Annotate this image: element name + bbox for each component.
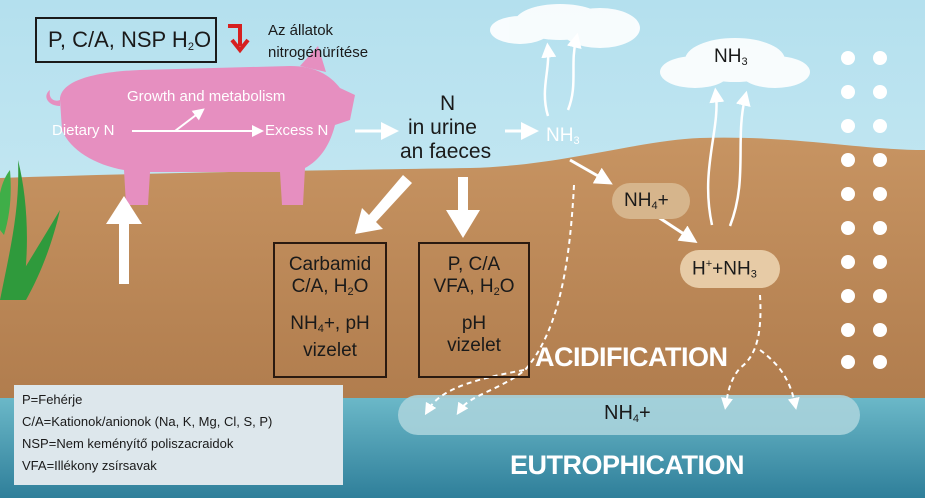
nh3-high-text: NH [714, 46, 742, 67]
box-left-line3-pre: NH [290, 313, 318, 334]
urine-label-line2: in urine [408, 116, 477, 139]
top-note-line1: Az állatok [268, 22, 334, 39]
hnh3-sub: 3 [750, 268, 757, 281]
legend-item-0: P=Fehérje [22, 392, 83, 407]
nh3-high-label: NH3 [714, 46, 748, 68]
pig-growth-label: Growth and metabolism [127, 88, 286, 105]
box-left-line2-pre: C/A, H [291, 276, 348, 297]
nh4-pill [612, 183, 690, 219]
pig-dietary-label: Dietary N [52, 122, 115, 139]
nh3-low-text: NH [546, 125, 574, 146]
water-nh4-text: NH [604, 402, 633, 424]
hnh3-mid: +NH [712, 258, 751, 280]
hnh3-label: H++NH3 [692, 258, 757, 280]
volatilisation-arrows [541, 32, 751, 227]
water-nh4-sub: 4 [632, 413, 640, 425]
hnh3-sup: + [705, 258, 713, 270]
box-left-line2-sub: 2 [347, 286, 354, 298]
red-down-arrow-icon [228, 24, 250, 54]
box-left-line4: vizelet [303, 340, 357, 361]
urine-label-line1: N [440, 92, 456, 115]
pig-icon [46, 46, 355, 205]
inputs-box-frame [35, 17, 217, 63]
leaching-arrows [424, 184, 800, 416]
urine-label-line3: an faeces [400, 140, 492, 163]
plant-icon [0, 160, 60, 300]
nh3-high-sub: 3 [741, 56, 748, 68]
cloud-right [660, 38, 810, 88]
legend-item-1: C/A=Kationok/anionok (Na, K, Mg, Cl, S, … [22, 414, 273, 429]
water-nh4-label: NH4+ [604, 402, 651, 425]
inputs-box-tail: O [193, 27, 212, 52]
water-nh4-tail: + [639, 402, 651, 424]
box-right-line3: pH [461, 313, 487, 334]
eutrophication-label: EUTROPHICATION [510, 450, 745, 480]
acidification-label: ACIDIFICATION [535, 342, 728, 372]
nh3-low-label: NH3 [546, 125, 580, 147]
box-left-line3: NH4+, pH [275, 313, 385, 340]
top-note-line2: nitrogénürítése [268, 44, 369, 61]
rain-drops [841, 51, 887, 369]
hnh3-pre: H [692, 258, 706, 280]
legend-item-2: NSP=Nem keményítő poliszacraidok [22, 436, 234, 451]
box-left-line2: C/A, H2O [275, 276, 385, 303]
nh4-mid-text: NH [624, 190, 652, 211]
nh4-mid-tail: + [657, 190, 669, 211]
nh4-mid-sub: 4 [651, 200, 658, 212]
box-right-line2: VFA, H2O [420, 276, 528, 303]
box-left-line3-tail: +, pH [323, 313, 370, 334]
uptake-arrow [106, 196, 142, 284]
box-left-line3-sub: 4 [317, 323, 324, 335]
hnh3-pill [680, 250, 780, 288]
box-right-line2-tail: O [499, 276, 515, 297]
legend-panel [14, 385, 343, 485]
pig-arrows [132, 108, 264, 137]
box-right-line2-pre: VFA, H [433, 276, 494, 297]
box-left-line2-tail: O [353, 276, 369, 297]
box-right-vfa: P, C/A VFA, H2O pH vizelet [418, 242, 530, 378]
box-right-line2-sub: 2 [493, 286, 500, 298]
inputs-box-sub: 2 [187, 41, 194, 53]
down-arrows [355, 175, 480, 238]
legend-item-3: VFA=Illékony zsírsavak [22, 458, 157, 473]
inputs-box-text: P, C/A, NSP H [48, 27, 188, 52]
box-left-line1: Carbamid [288, 254, 372, 275]
nh3-low-sub: 3 [573, 135, 580, 147]
inputs-box-label: P, C/A, NSP H2O [48, 27, 211, 53]
box-right-line4: vizelet [447, 335, 501, 356]
box-left-carbamid: Carbamid C/A, H2O NH4+, pH vizelet [273, 242, 387, 378]
pig-excess-label: Excess N [265, 122, 329, 139]
box-right-line1: P, C/A [447, 254, 501, 275]
water-nh4-pill [398, 395, 860, 435]
nh4-mid-label: NH4+ [624, 190, 669, 212]
